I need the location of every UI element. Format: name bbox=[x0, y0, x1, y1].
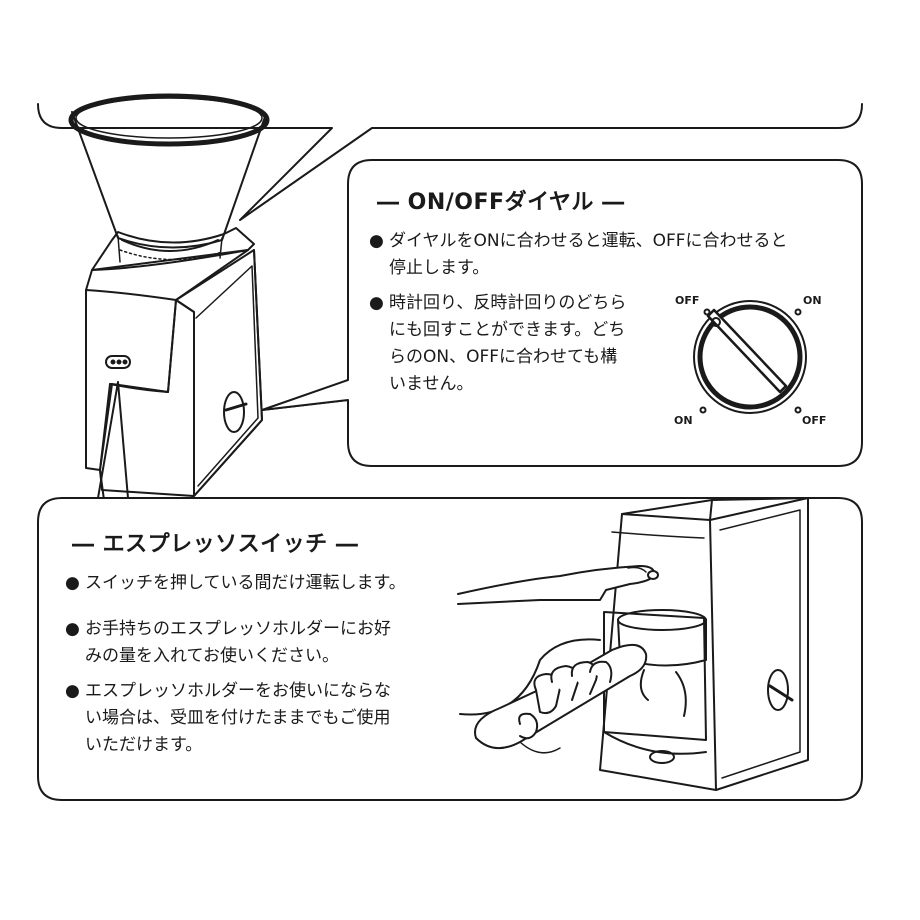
bullet-mark: ● bbox=[369, 231, 384, 251]
grinder-body bbox=[85, 249, 263, 501]
bullet-mark: ● bbox=[65, 619, 80, 639]
bullet-line: にも回すことができます。どち bbox=[389, 320, 626, 340]
dial-label-bottom-right: OFF bbox=[802, 414, 827, 427]
onoff-dial bbox=[693, 300, 807, 414]
bullet-line: 停止します。 bbox=[389, 258, 490, 278]
dial-label-bottom-left: ON bbox=[674, 414, 693, 427]
dial-panel-title: ― ON/OFFダイヤル ― bbox=[377, 190, 625, 215]
bullet-line: いただけます。 bbox=[85, 735, 203, 755]
bullet-line: 時計回り、反時計回りのどちら bbox=[389, 293, 627, 313]
bullet-line: ダイヤルをONに合わせると運転、OFFに合わせると bbox=[389, 231, 788, 251]
dial-bullet-1: ● ダイヤルをONに合わせると運転、OFFに合わせると 停止します。 bbox=[369, 228, 788, 282]
bullet-mark: ● bbox=[65, 681, 80, 701]
grinder-hopper bbox=[68, 93, 270, 252]
bullet-line: いません。 bbox=[389, 374, 474, 394]
bullet-mark: ● bbox=[65, 573, 80, 593]
top-callout-frame bbox=[37, 103, 863, 221]
dial-label-top-left: OFF bbox=[675, 294, 700, 307]
bullet-line: らのON、OFFに合わせても構 bbox=[389, 347, 618, 367]
dial-bullet-2: ● 時計回り、反時計回りのどちら にも回すことができます。どち らのON、OFF… bbox=[369, 290, 626, 398]
bullet-line: みの量を入れてお使いください。 bbox=[85, 646, 339, 666]
bullet-line: スイッチを押している間だけ運転します。 bbox=[85, 573, 406, 593]
bullet-line: お手持ちのエスプレッソホルダーにお好 bbox=[85, 619, 391, 639]
espresso-callout-pointer bbox=[97, 381, 129, 499]
espresso-bullet-2: ● お手持ちのエスプレッソホルダーにお好 みの量を入れてお使いください。 bbox=[65, 616, 391, 670]
espresso-panel-title: ― エスプレッソスイッチ ― bbox=[72, 532, 359, 557]
dial-label-top-right: ON bbox=[803, 294, 822, 307]
espresso-bullet-3: ● エスプレッソホルダーをお使いにならな い場合は、受皿を付けたままでもご使用 … bbox=[65, 678, 391, 759]
grinder-espresso-switch bbox=[105, 355, 131, 369]
holder-hand bbox=[474, 643, 648, 754]
pressing-hand bbox=[457, 565, 659, 716]
bullet-mark: ● bbox=[369, 293, 384, 313]
bullet-line: い場合は、受皿を付けたままでもご使用 bbox=[85, 708, 391, 728]
espresso-bullet-1: ● スイッチを押している間だけ運転します。 bbox=[65, 570, 406, 597]
bullet-line: エスプレッソホルダーをお使いにならな bbox=[85, 681, 391, 701]
grinder-side-knob bbox=[223, 391, 248, 433]
